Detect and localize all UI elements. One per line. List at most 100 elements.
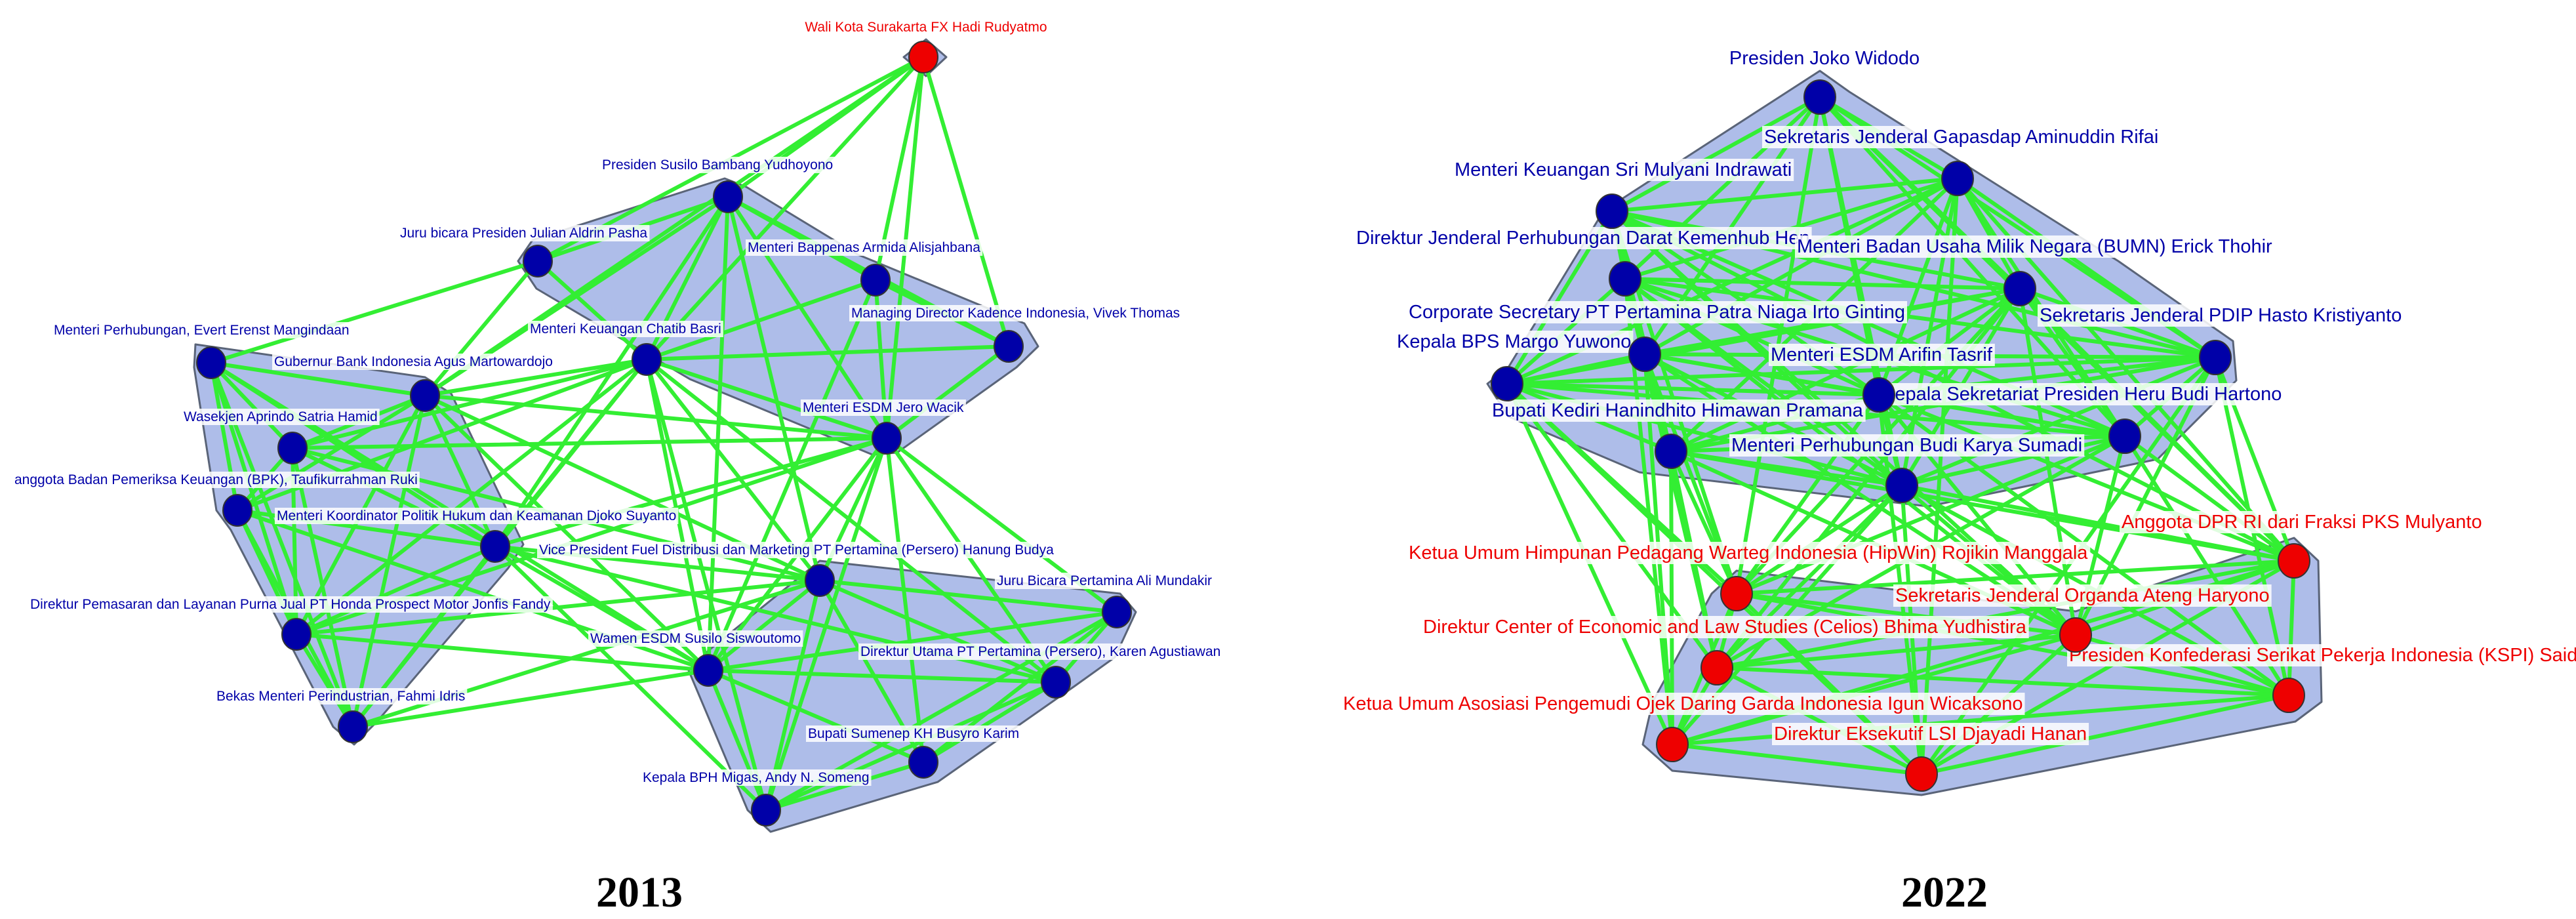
node-busyro[interactable] bbox=[908, 746, 938, 779]
node-andy[interactable] bbox=[751, 794, 781, 827]
edge-hanung-karen bbox=[818, 579, 1058, 684]
node-erick[interactable] bbox=[2003, 271, 2036, 306]
edge-aminuddin-hasto bbox=[1956, 176, 2217, 359]
node-igun[interactable] bbox=[1656, 727, 1689, 762]
node-agus[interactable] bbox=[410, 379, 440, 412]
node-chatib[interactable] bbox=[632, 343, 662, 376]
node-label-irto: Corporate Secretary PT Pertamina Patra N… bbox=[1409, 302, 1905, 323]
edge-said-djayadi bbox=[1920, 693, 2291, 776]
node-fahmi[interactable] bbox=[338, 710, 368, 743]
edge-heru-mulyanto bbox=[2123, 434, 2296, 563]
node-hasto[interactable] bbox=[2199, 340, 2232, 375]
node-ateng[interactable] bbox=[2059, 617, 2092, 653]
node-djayadi[interactable] bbox=[1905, 756, 1938, 792]
edge-mulyanto-bhima bbox=[1715, 559, 2296, 670]
node-irto[interactable] bbox=[1628, 337, 1661, 372]
node-hanung[interactable] bbox=[805, 564, 835, 597]
node-label-bg bbox=[1407, 301, 1908, 323]
node-satria[interactable] bbox=[277, 432, 308, 464]
node-ali[interactable] bbox=[1102, 596, 1132, 628]
node-bhima[interactable] bbox=[1701, 650, 1733, 685]
edge-hanung-susilo bbox=[706, 579, 822, 672]
node-ruki[interactable] bbox=[222, 494, 252, 527]
node-walikota[interactable] bbox=[908, 41, 938, 73]
node-karen[interactable] bbox=[1041, 666, 1071, 699]
node-jokowi[interactable] bbox=[1803, 79, 1836, 115]
node-label-ateng: Sekretaris Jenderal Organda Ateng Haryon… bbox=[1895, 585, 2270, 606]
edge-karen-andy bbox=[764, 680, 1058, 812]
node-mulyanto[interactable] bbox=[2278, 543, 2310, 579]
node-jero[interactable] bbox=[872, 422, 902, 455]
edge-erick-ateng bbox=[2018, 287, 2078, 637]
edge-aminuddin-sri bbox=[1610, 176, 1960, 213]
node-aminuddin[interactable] bbox=[1941, 161, 1974, 196]
edge-jero-satria bbox=[291, 436, 889, 450]
node-armida[interactable] bbox=[860, 264, 891, 296]
node-label-hanindhito: Bupati Kediri Hanindhito Himawan Pramana bbox=[1492, 400, 1864, 421]
node-label-bg bbox=[1762, 126, 2161, 148]
edge-ateng-bhima bbox=[1715, 633, 2078, 670]
node-label-bg bbox=[537, 542, 1057, 558]
node-rojikin[interactable] bbox=[1720, 576, 1753, 611]
edge-agus-ruki bbox=[235, 394, 427, 512]
edge-julian-chatib bbox=[536, 259, 649, 361]
edge-djoko-susilo bbox=[493, 544, 710, 672]
node-label-fahmi: Bekas Menteri Perindustrian, Fahmi Idris bbox=[216, 689, 465, 704]
node-budi[interactable] bbox=[1885, 468, 1918, 503]
node-label-busyro: Bupati Sumenep KH Busyro Karim bbox=[808, 726, 1019, 741]
panel-title-2022: 2022 bbox=[1901, 868, 1988, 916]
node-label-bg bbox=[1795, 235, 2275, 258]
node-vivek[interactable] bbox=[994, 330, 1024, 363]
node-susilo[interactable] bbox=[693, 654, 723, 687]
node-label-bg bbox=[1769, 344, 1995, 366]
node-label-evert: Menteri Perhubungan, Evert Erenst Mangin… bbox=[54, 323, 350, 338]
node-hen[interactable] bbox=[1609, 261, 1641, 296]
edge-chatib-satria bbox=[291, 357, 649, 450]
node-label-heru: Kepala Sekretariat Presiden Heru Budi Ha… bbox=[1882, 384, 2282, 405]
node-arifin[interactable] bbox=[1862, 377, 1895, 413]
edge-sby-jero bbox=[726, 195, 889, 440]
node-label-bg bbox=[1880, 383, 2284, 405]
node-label-bg bbox=[806, 725, 1022, 742]
edge-jonfis-hanung bbox=[294, 579, 822, 636]
node-label-bg bbox=[1772, 723, 2089, 745]
node-label-bg bbox=[588, 630, 803, 647]
node-label-bg bbox=[214, 688, 468, 705]
node-djoko[interactable] bbox=[480, 530, 510, 563]
node-hanindhito[interactable] bbox=[1655, 434, 1687, 469]
node-label-bg bbox=[995, 573, 1214, 589]
node-label-andy: Kepala BPH Migas, Andy N. Someng bbox=[643, 770, 870, 785]
node-label-aminuddin: Sekretaris Jenderal Gapasdap Aminuddin R… bbox=[1764, 127, 2158, 148]
node-label-chatib: Menteri Keuangan Chatib Basri bbox=[530, 321, 721, 337]
node-label-bg bbox=[2067, 644, 2576, 666]
edge-satria-fahmi bbox=[291, 446, 355, 729]
node-sri[interactable] bbox=[1596, 194, 1628, 229]
node-label-bg bbox=[2120, 511, 2484, 533]
node-said[interactable] bbox=[2272, 678, 2305, 713]
node-heru[interactable] bbox=[2108, 419, 2141, 454]
node-label-bg bbox=[641, 769, 872, 786]
node-label-sby: Presiden Susilo Bambang Yudhoyono bbox=[602, 157, 833, 173]
edge-chatib-agus bbox=[423, 357, 649, 398]
node-label-mulyanto: Anggota DPR RI dari Fraksi PKS Mulyanto bbox=[2122, 512, 2482, 533]
node-julian[interactable] bbox=[523, 245, 553, 277]
node-label-satria: Wasekjen Aprindo Satria Hamid bbox=[184, 409, 378, 424]
edge-hen-hasto bbox=[1623, 277, 2217, 359]
node-jonfis[interactable] bbox=[281, 618, 312, 651]
node-label-hasto: Sekretaris Jenderal PDIP Hasto Kristiyan… bbox=[2040, 305, 2402, 326]
node-margo[interactable] bbox=[1491, 366, 1523, 401]
edge-jokowi-heru bbox=[1818, 95, 2127, 438]
edge-igun-djayadi bbox=[1670, 743, 1923, 776]
node-label-hen: Direktur Jenderal Perhubungan Darat Keme… bbox=[1356, 228, 1810, 249]
edge-jero-agus bbox=[423, 394, 889, 440]
edge-susilo-karen bbox=[706, 668, 1058, 684]
node-label-said: Presiden Konfederasi Serikat Pekerja Ind… bbox=[2069, 645, 2576, 666]
node-sby[interactable] bbox=[713, 180, 743, 213]
edge-bhima-djayadi bbox=[1715, 666, 1923, 776]
edge-margo-arifin bbox=[1505, 382, 1881, 397]
edge-hanindhito-mulyanto bbox=[1669, 449, 2296, 563]
edge-sri-ateng bbox=[1610, 209, 2078, 637]
node-evert[interactable] bbox=[196, 346, 226, 379]
edge-jonfis-fahmi bbox=[294, 632, 355, 729]
node-label-sri: Menteri Keuangan Sri Mulyani Indrawati bbox=[1455, 159, 1792, 180]
